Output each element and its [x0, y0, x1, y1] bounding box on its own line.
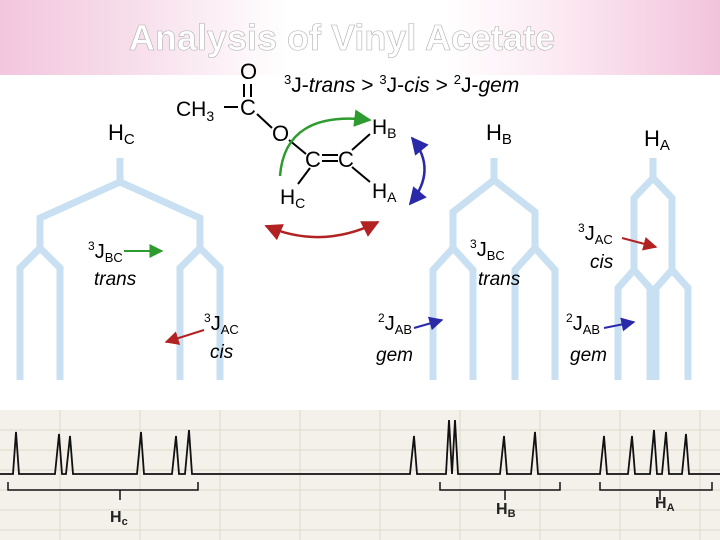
slide-title: Analysis of Vinyl Acetate [129, 17, 555, 58]
title-banner [0, 0, 720, 75]
svg-text:3JBC: 3JBC [88, 239, 123, 265]
hb-trans-coupling-label: 3JBC trans [470, 237, 521, 290]
hc-bond [297, 167, 311, 185]
ha-gem-arrow [603, 317, 636, 332]
svg-text:3JAC: 3JAC [204, 311, 239, 337]
svg-text:gem: gem [376, 345, 413, 366]
ha-multiplet-trace [543, 429, 720, 475]
carbonyl-carbon: C [240, 95, 256, 120]
hb-bracket [439, 482, 561, 491]
svg-text:3JBC: 3JBC [470, 237, 505, 263]
ha-splitting-tree [614, 158, 692, 380]
hb-multiplet-trace [225, 419, 543, 475]
trans-coupling-arrow [278, 109, 372, 177]
ester-bond [256, 113, 273, 129]
gem-coupling-arrow [408, 136, 429, 206]
hb-bond [351, 133, 371, 151]
ha-bond [351, 166, 371, 183]
vinyl-acetate-structure: O CH3 C O C C HB HA HC [176, 59, 397, 211]
svg-text:trans: trans [94, 269, 137, 290]
hb-gem-arrow [413, 316, 444, 331]
ha-bracket [599, 482, 713, 491]
hc-trans-coupling-label: 3JBC trans [88, 239, 137, 290]
svg-text:gem: gem [570, 345, 607, 366]
svg-text:2JAB: 2JAB [378, 311, 412, 337]
hc-cis-arrow [164, 329, 205, 345]
spectrum-paper [0, 410, 720, 540]
spectrum-label-ha: HA [655, 495, 675, 514]
spectrum-label-hc: Hc [110, 509, 128, 528]
vinyl-carbon-2: C [338, 147, 354, 172]
ha-gem-coupling-label: 2JAB gem [566, 311, 607, 366]
hc-tree-label: HC [108, 120, 135, 148]
cis-coupling-arrow [264, 220, 380, 241]
svg-text:cis: cis [210, 342, 234, 363]
coupling-order-rule: 3J-trans > 3J-cis > 2J-gem [284, 72, 519, 97]
svg-text:cis: cis [590, 252, 614, 273]
ha-cis-arrow [621, 237, 658, 251]
hb-gem-coupling-label: 2JAB gem [376, 311, 413, 366]
ha-tree-label: HA [644, 126, 670, 154]
methyl-group: CH3 [176, 98, 214, 124]
spectrum-label-hb: HB [496, 501, 516, 520]
hc-multiplet-trace [0, 429, 225, 475]
hb-splitting-tree [429, 158, 559, 380]
vinyl-carbon-1: C [305, 147, 321, 172]
molecule-hc: HC [280, 186, 305, 211]
ester-oxygen: O [272, 121, 289, 146]
molecule-hb: HB [372, 116, 397, 141]
svg-text:3JAC: 3JAC [578, 221, 613, 247]
molecule-ha: HA [372, 180, 397, 205]
ha-cis-coupling-label: 3JAC cis [578, 221, 614, 273]
hc-cis-coupling-label: 3JAC cis [204, 311, 239, 363]
svg-text:2JAB: 2JAB [566, 311, 600, 337]
hc-splitting-tree [16, 158, 224, 380]
hb-tree-label: HB [486, 120, 512, 148]
hc-bracket [7, 482, 199, 491]
carbonyl-oxygen: O [240, 59, 257, 84]
svg-text:trans: trans [478, 269, 521, 290]
